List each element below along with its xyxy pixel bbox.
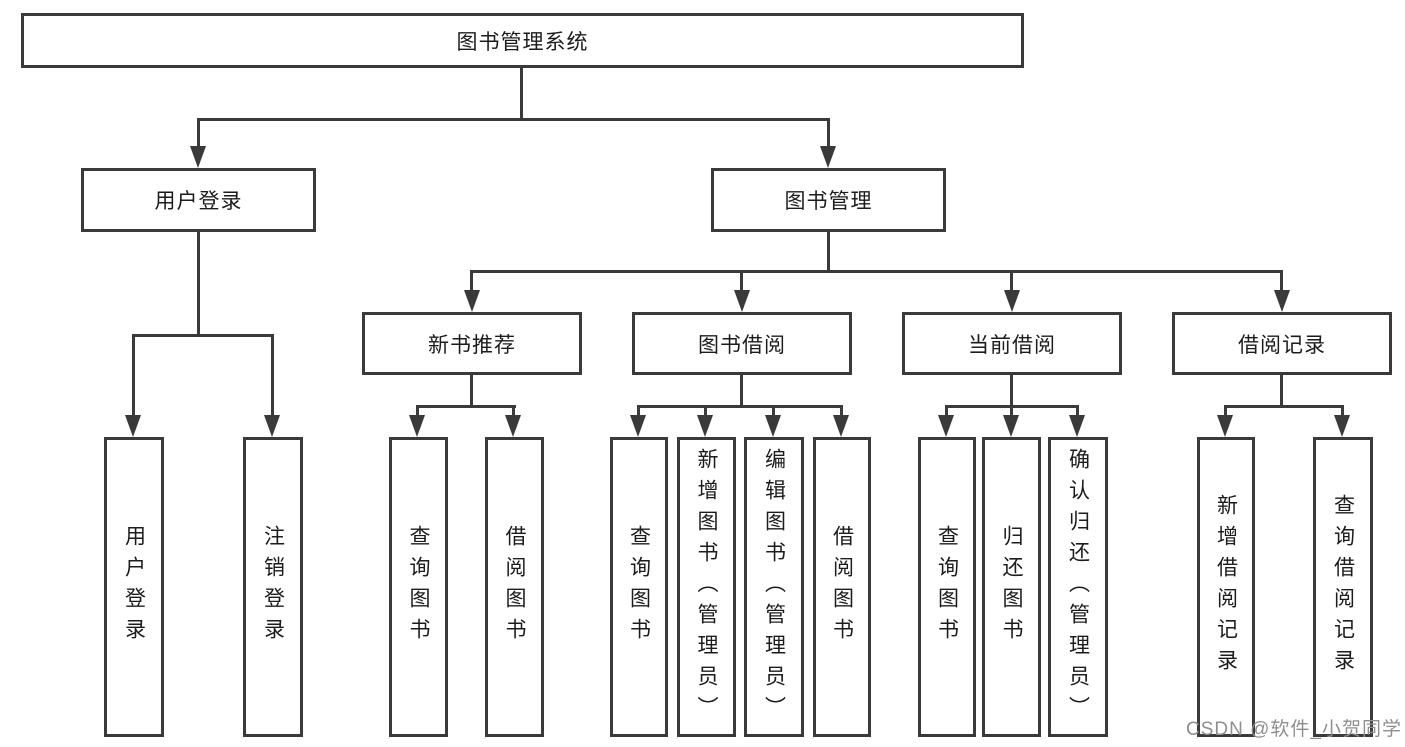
node-label: 查询图书 [935,525,959,649]
arrow-down-icon [505,415,521,437]
node-label: 查询借阅记录 [1331,494,1355,680]
connector-line [1224,405,1344,408]
node-label: 查询图书 [407,525,430,649]
node-label: 注销登录 [261,525,285,649]
arrow-down-icon [734,290,750,312]
leaf-add-borrow-record: 新增借阅记录 [1197,437,1255,737]
arrow-down-icon [1004,290,1020,312]
connector-line [1010,405,1013,415]
leaf-edit-book-admin: 编辑图书（管理员） [744,437,804,737]
connector-line [197,118,830,121]
arrow-down-icon [820,146,836,168]
connector-line [772,405,775,415]
node-label: 用户登录 [154,190,243,213]
arrow-down-icon [190,146,206,168]
connector-line [416,405,419,415]
node-label: 图书管理系统 [456,30,589,54]
arrow-down-icon [1069,415,1085,437]
connector-line [1280,375,1283,408]
node-label: 图书管理 [784,190,873,213]
connector-line [1010,270,1013,290]
arrow-down-icon [630,415,646,437]
node-label: 新增借阅记录 [1214,494,1238,680]
leaf-borrow-books-recommend: 借阅图书 [485,437,544,737]
connector-line [470,270,1283,273]
node-library-management-system: 图书管理系统 [21,13,1024,68]
connector-line [740,375,743,408]
connector-line [1341,405,1344,415]
arrow-down-icon [264,415,280,437]
node-label: 借阅图书 [503,525,526,649]
connector-line [1010,375,1013,408]
connector-line [512,405,515,415]
node-book-borrowing: 图书借阅 [632,312,852,375]
node-label: 新书推荐 [428,333,516,357]
node-label: 借阅记录 [1238,333,1326,357]
node-label: 归还图书 [1000,525,1023,649]
arrow-down-icon [1274,290,1290,312]
node-label: 借阅图书 [830,525,854,649]
node-new-book-recommendation: 新书推荐 [362,312,582,375]
connector-line [840,405,843,415]
arrow-down-icon [464,290,480,312]
leaf-borrow-books: 借阅图书 [813,437,871,737]
leaf-return-books: 归还图书 [982,437,1041,737]
leaf-query-books-current: 查询图书 [918,437,976,737]
connector-line [740,270,743,290]
leaf-add-book-admin: 新增图书（管理员） [677,437,736,737]
leaf-query-borrow-record: 查询借阅记录 [1313,437,1373,737]
connector-line [827,118,830,146]
connector-line [945,405,948,415]
arrow-down-icon [697,415,713,437]
connector-line [470,270,473,290]
leaf-query-books-recommend: 查询图书 [389,437,448,737]
connector-line [132,334,274,337]
arrow-down-icon [833,415,849,437]
connector-line [637,405,843,408]
connector-line [271,334,274,415]
connector-line [637,405,640,415]
arrow-down-icon [409,415,425,437]
connector-line [1280,270,1283,290]
node-borrowing-records: 借阅记录 [1172,312,1392,375]
connector-line [827,232,830,273]
connector-line [197,118,200,146]
leaf-user-login: 用户登录 [104,437,164,737]
leaf-confirm-return-admin: 确认归还（管理员） [1048,437,1108,737]
leaf-logout: 注销登录 [243,437,303,737]
node-book-management: 图书管理 [711,168,946,232]
arrow-down-icon [1003,415,1019,437]
connector-line [520,68,523,121]
connector-line [132,334,135,415]
leaf-query-books-borrowing: 查询图书 [610,437,668,737]
node-label: 编辑图书（管理员） [762,447,786,727]
node-label: 当前借阅 [968,333,1056,357]
connector-line [1076,405,1079,415]
node-current-borrowing: 当前借阅 [902,312,1122,375]
arrow-down-icon [1217,415,1233,437]
connector-line [704,405,707,415]
connector-line [416,405,516,408]
node-label: 图书借阅 [698,333,786,357]
node-label: 查询图书 [627,525,651,649]
connector-line [1224,405,1227,415]
node-label: 确认归还（管理员） [1066,447,1090,727]
node-label: 新增图书（管理员） [695,447,718,727]
node-user-login: 用户登录 [81,168,316,232]
arrow-down-icon [1334,415,1350,437]
arrow-down-icon [765,415,781,437]
node-label: 用户登录 [122,525,146,649]
connector-line [197,232,200,337]
connector-line [470,375,473,408]
watermark: CSDN @软件_小贺同学 [1186,719,1402,740]
arrow-down-icon [938,415,954,437]
arrow-down-icon [125,415,141,437]
